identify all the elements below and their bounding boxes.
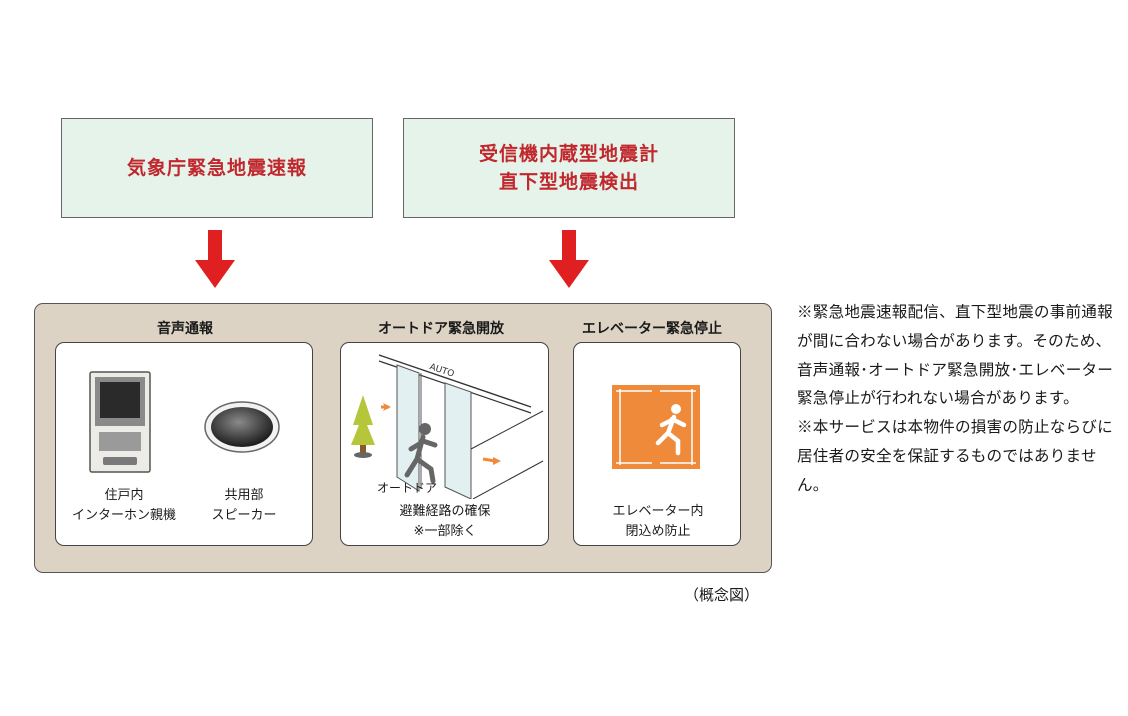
section-title-voice: 音声通報 xyxy=(157,321,213,337)
down-arrow-icon xyxy=(549,230,589,288)
elevator-caption-line: エレベーター内 xyxy=(612,504,704,519)
auto-door-icon: AUTO xyxy=(351,354,544,499)
elevator-exit-icon xyxy=(612,385,700,469)
intercom-icon xyxy=(89,371,151,473)
card-auto-door: AUTO オートドア 避難経路の確保 ※一部除く xyxy=(340,342,549,546)
auto-door-label: オートドア xyxy=(377,481,438,495)
auto-door-caption-line: ※一部除く xyxy=(413,524,477,539)
card-voice-notification: 住戸内 インターホン親機 共用部 スピーカー xyxy=(55,342,313,546)
source-box-line: 気象庁緊急地震速報 xyxy=(126,157,307,179)
note-paragraph: ※緊急地震速報配信、直下型地震の事前通報が間に合わない場合があります。そのため、… xyxy=(797,303,1114,408)
speaker-icon xyxy=(204,401,280,453)
down-arrow-icon xyxy=(195,230,235,288)
source-box-line: 受信機内蔵型地震計 xyxy=(478,143,659,165)
intercom-label-line: インターホン親機 xyxy=(71,508,177,523)
source-box-seismometer: 受信機内蔵型地震計 直下型地震検出 xyxy=(403,118,735,218)
speaker-label-line: スピーカー xyxy=(211,508,277,523)
disclaimer-notes: ※緊急地震速報配信、直下型地震の事前通報が間に合わない場合があります。そのため、… xyxy=(797,298,1115,500)
figure-caption: （概念図） xyxy=(684,586,760,604)
source-box-line: 直下型地震検出 xyxy=(498,171,639,193)
elevator-caption-line: 閉込め防止 xyxy=(625,524,691,539)
card-elevator: エレベーター内 閉込め防止 xyxy=(573,342,741,546)
auto-door-caption-line: 避難経路の確保 xyxy=(399,504,491,519)
section-title-auto-door: オートドア緊急開放 xyxy=(378,321,504,337)
intercom-label-line: 住戸内 xyxy=(104,488,144,503)
system-panel: 音声通報 オートドア緊急開放 エレベーター緊急停止 住戸内 インターホン親機 共… xyxy=(34,303,772,573)
source-box-jma-eew: 気象庁緊急地震速報 xyxy=(61,118,373,218)
section-title-elevator: エレベーター緊急停止 xyxy=(582,321,722,337)
speaker-label-line: 共用部 xyxy=(224,488,264,503)
note-paragraph: ※本サービスは本物件の損害の防止ならびに居住者の安全を保証するものではありません… xyxy=(797,418,1113,494)
